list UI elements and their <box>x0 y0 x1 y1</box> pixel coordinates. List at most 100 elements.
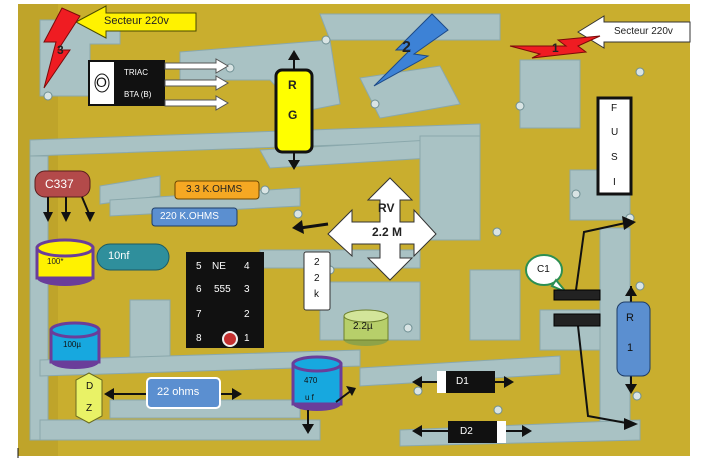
rv-body <box>327 177 437 281</box>
triac-hole <box>94 73 110 93</box>
rv-lead <box>299 222 329 230</box>
c1-arrow-top <box>622 216 636 230</box>
d2-arrow-left <box>412 425 422 437</box>
bolt-1-label: 1 <box>552 41 559 55</box>
d2-band <box>497 421 506 443</box>
c1-plate-top <box>553 289 601 301</box>
fuse-label-s: S <box>611 152 618 163</box>
r-22ohm-body <box>146 377 221 409</box>
r1-label-1: 1 <box>627 342 634 354</box>
r-22k-label-1: 2 <box>314 257 320 268</box>
fuse-label-u: U <box>611 127 619 138</box>
d1-band <box>437 371 446 393</box>
triac-o-label: O <box>96 74 107 90</box>
r1-arrow-top <box>625 286 637 296</box>
dz-label-z: Z <box>86 403 93 414</box>
rv-label-value: 2.2 M <box>372 225 403 239</box>
ne555-pin4: 4 <box>244 261 250 272</box>
bolt-2-shape <box>373 13 449 87</box>
cap-470-lead-right <box>335 389 353 403</box>
ne555-pin8: 8 <box>196 333 202 344</box>
bolt-3-label: 3 <box>57 43 64 57</box>
triac-tab <box>90 62 114 104</box>
triac-pins <box>164 58 229 111</box>
ne555-pin5: 5 <box>196 261 202 272</box>
triac-label-1: TRIAC <box>124 68 148 77</box>
ne555-pin1-dot <box>222 331 238 347</box>
cap-2u2-top <box>343 309 389 323</box>
r-22k-label-2: 2 <box>314 273 320 284</box>
bolt-2-label: 2 <box>402 39 411 56</box>
r-22ohm-arrow-left <box>104 388 114 400</box>
rg-label-g: G <box>288 108 298 122</box>
fuse-label-i: I <box>613 177 616 188</box>
rg-arrow-bottom <box>288 160 300 170</box>
fuse-label-f: F <box>611 103 618 114</box>
ne555-title-ne: NE <box>212 261 226 272</box>
r-3k3-body <box>174 180 260 200</box>
cap-10nf-label: 10nf <box>108 250 130 262</box>
r1-arrow-bottom <box>625 384 637 394</box>
cap-100u-label: 100µ <box>63 340 81 349</box>
c1-label: C1 <box>537 264 550 275</box>
r1-body <box>616 301 651 377</box>
dz-body <box>75 372 103 424</box>
cap-470-arrow-right <box>346 386 356 396</box>
cap-100star-label: 100* <box>47 257 64 266</box>
ne555-pin1: 1 <box>244 333 250 344</box>
cap-100u-top <box>49 321 101 339</box>
d1-arrow-right <box>504 376 514 388</box>
r-22k-body <box>303 251 331 311</box>
c337-label: C337 <box>45 177 74 191</box>
c1-tail <box>550 278 567 293</box>
bolt-3-shape <box>43 7 81 89</box>
mains-arrow-left <box>74 5 197 39</box>
cap-470-arrow-down <box>302 424 314 434</box>
mains-label-right: Secteur 220v <box>614 26 673 37</box>
rv-label-name: RV <box>378 201 395 215</box>
cap-100star-top <box>35 238 95 258</box>
fuse-body <box>596 96 633 196</box>
c1-body <box>525 254 563 286</box>
ne555-pin2: 2 <box>244 309 250 320</box>
mains-arrow-right <box>577 15 691 49</box>
d1-body <box>437 371 495 393</box>
copper-traces <box>29 13 641 447</box>
rg-body <box>274 68 314 154</box>
mains-label-left: Secteur 220v <box>104 15 169 27</box>
rv-lead-arrow <box>292 220 304 234</box>
r-3k3-label: 3.3 K.OHMS <box>186 184 243 195</box>
d2-arrow-right <box>522 425 532 437</box>
r-22ohm-arrow-right <box>232 388 242 400</box>
c1-lead-bottom <box>577 325 633 425</box>
d2-label: D2 <box>460 426 473 437</box>
c1-arrow-bottom <box>624 418 638 430</box>
bolt-1-shape <box>509 35 601 59</box>
dz-label-d: D <box>86 381 94 392</box>
c337-leg-arrows <box>43 212 95 222</box>
c1-lead-top <box>575 221 631 291</box>
r-220k-label: 220 K.OHMS <box>160 211 219 222</box>
rg-arrow-top <box>288 50 300 60</box>
ne555-pin7: 7 <box>196 309 202 320</box>
cap-2u2-label: 2.2µ <box>353 321 373 332</box>
cap-470-top <box>291 355 343 373</box>
cap-470-label-2: u f <box>305 393 314 402</box>
ne555-title-555: 555 <box>214 284 231 295</box>
ne555-pin6: 6 <box>196 284 202 295</box>
triac-label-2: BTA (B) <box>124 90 152 99</box>
cap-470-label-1: 470 <box>304 376 318 385</box>
c337-body <box>34 170 91 198</box>
d2-body <box>448 421 506 443</box>
r1-label-r: R <box>626 312 634 324</box>
cap-10nf-body <box>96 243 170 271</box>
ne555-body <box>186 252 264 348</box>
c1-plate-bottom <box>553 313 601 327</box>
ne555-pin3: 3 <box>244 284 250 295</box>
d1-label: D1 <box>456 376 469 387</box>
r-220k-body <box>151 207 238 227</box>
rg-label-r: R <box>288 78 297 92</box>
r-22k-label-k: k <box>314 289 319 300</box>
